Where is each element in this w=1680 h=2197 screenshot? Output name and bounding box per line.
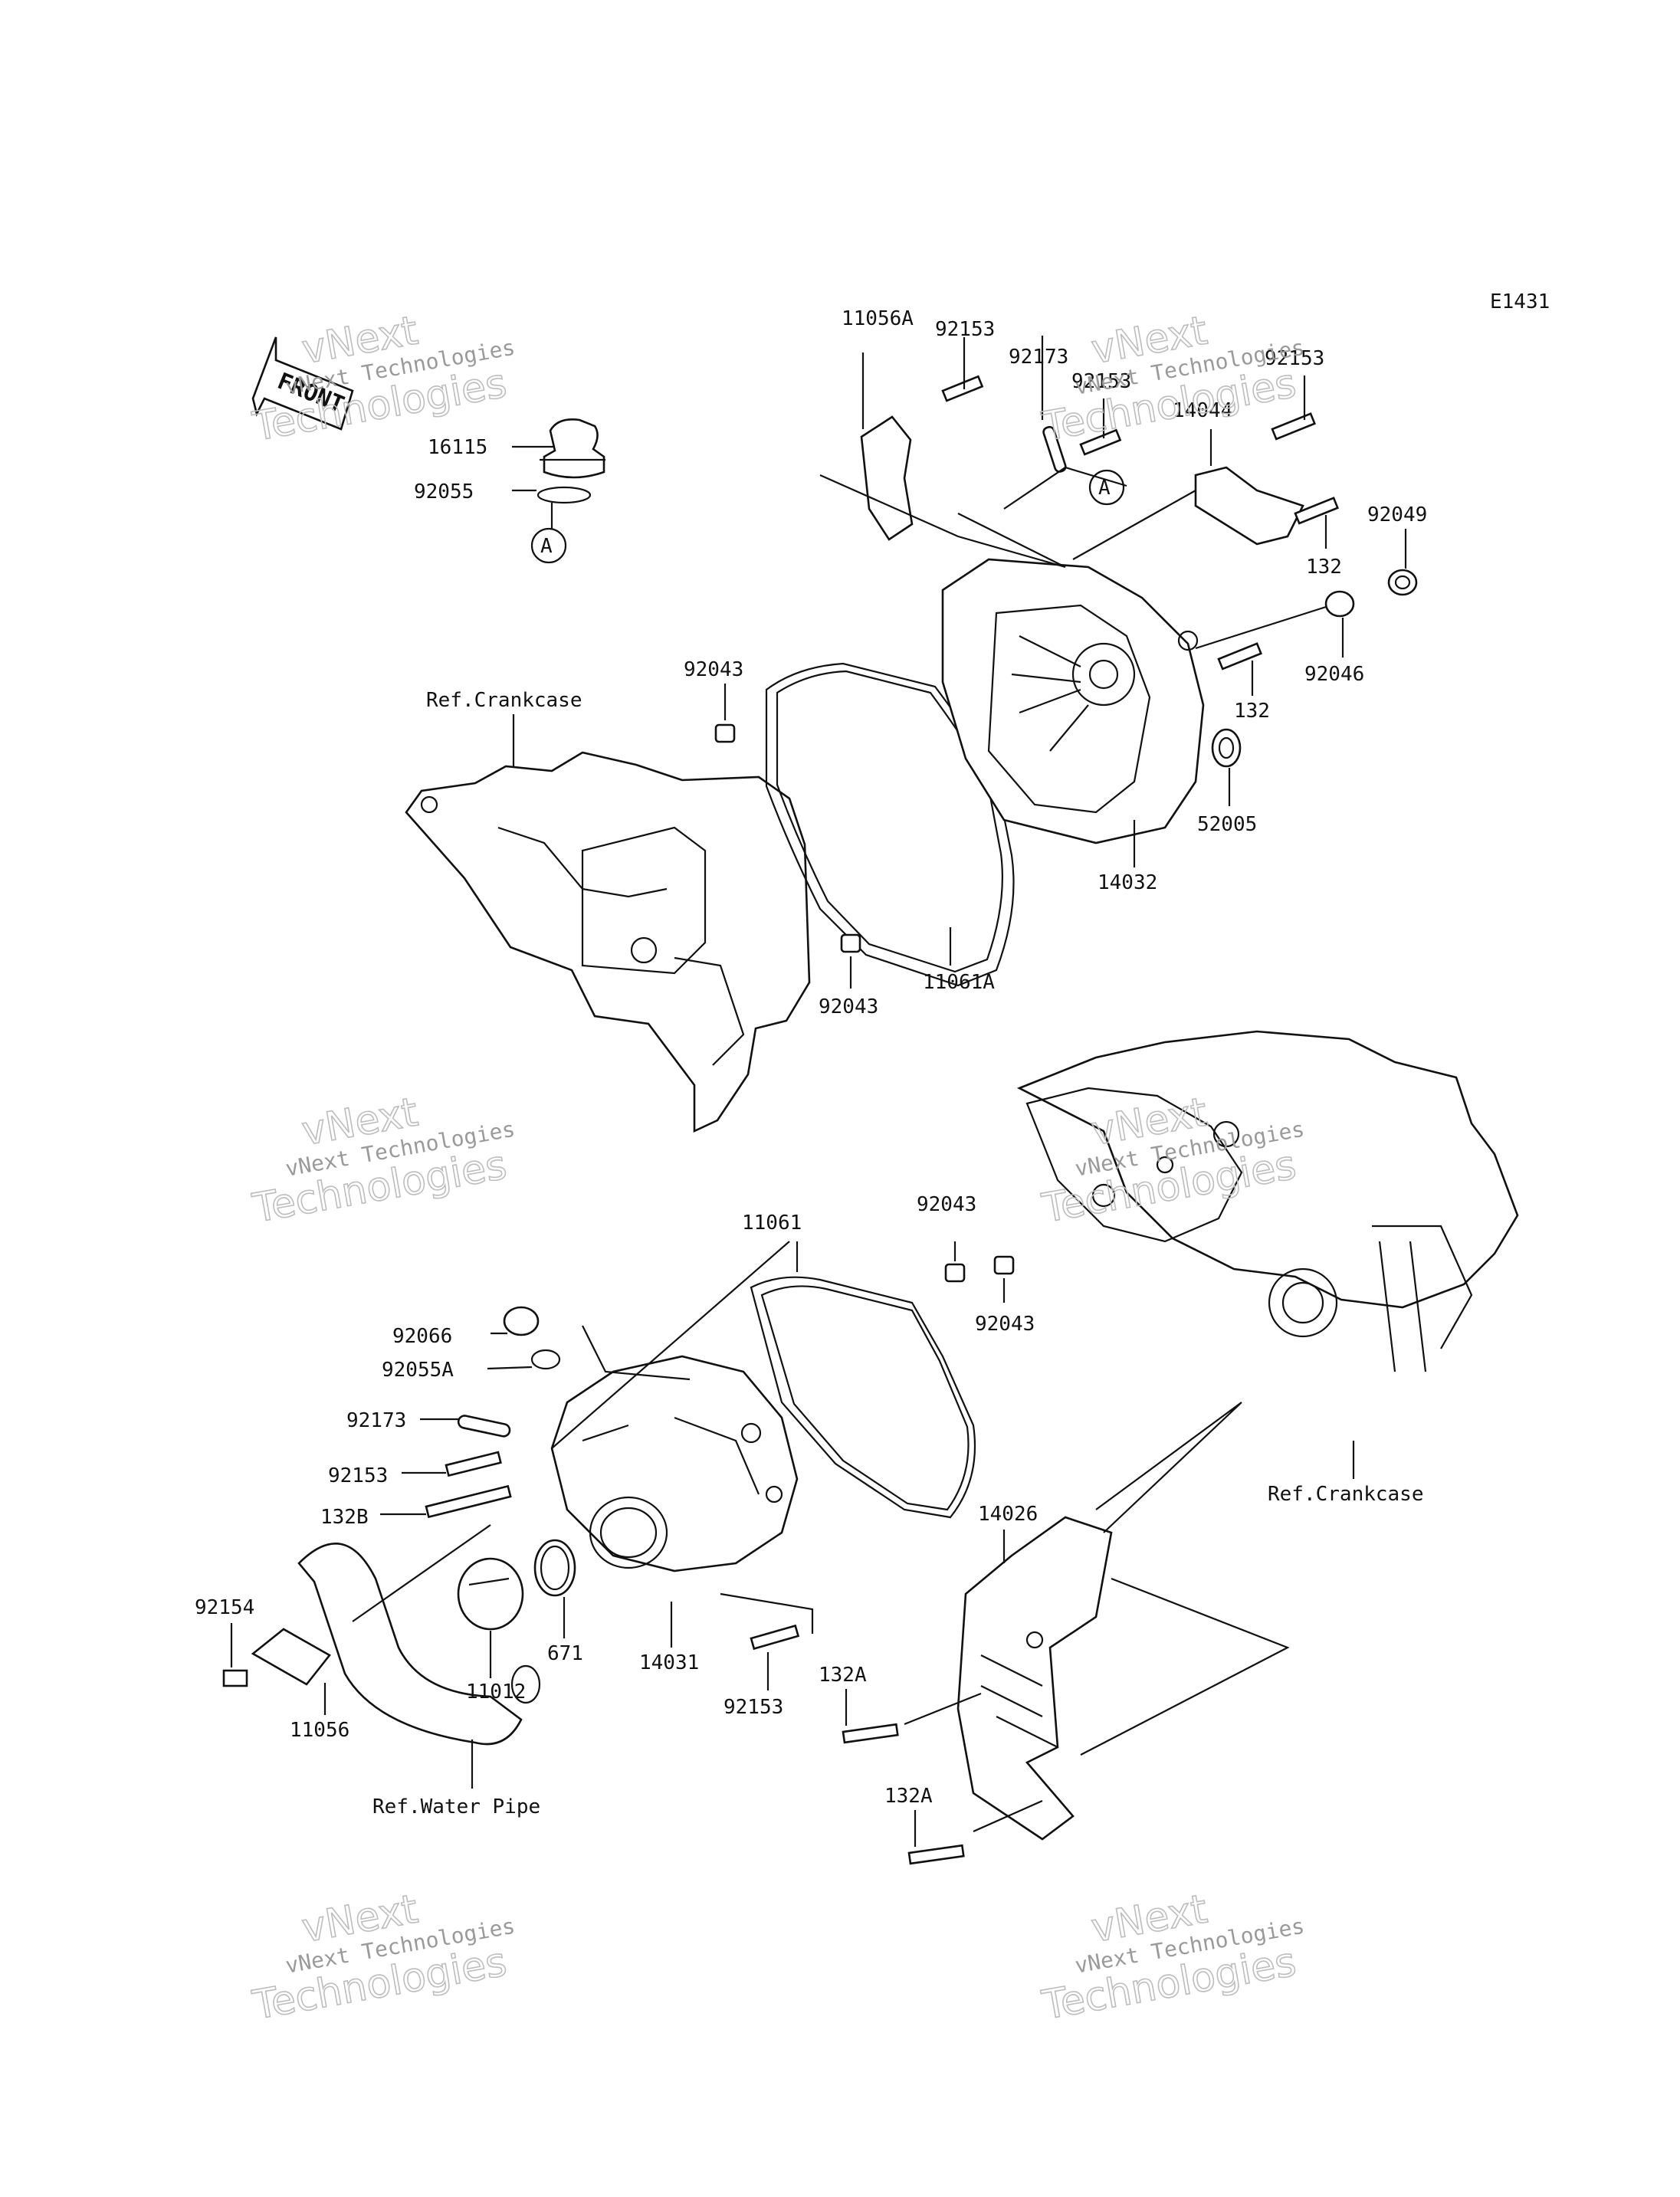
label-11061: 11061: [742, 1212, 802, 1235]
o-ring-92055: [536, 486, 592, 504]
label-92153-c: 92153: [1265, 347, 1324, 370]
label-92154: 92154: [195, 1596, 254, 1619]
label-132-b: 132: [1234, 700, 1270, 723]
label-14032: 14032: [1098, 871, 1157, 894]
label-92046: 92046: [1304, 663, 1364, 686]
bolt-132b: [425, 1484, 512, 1519]
label-671: 671: [547, 1642, 583, 1665]
bolt-132-upper: [1294, 497, 1340, 525]
dowel-pin-92043-lower-a: [944, 1263, 966, 1283]
watermark-bottom-left: vNext vNext Technologies Technologies: [248, 1886, 517, 2030]
watermark-top-right: vNext vNext Technologies Technologies: [1038, 307, 1306, 451]
dowel-pin-92043-upper-b: [840, 933, 861, 953]
o-ring-92055a: [530, 1349, 561, 1370]
ref-marker-a-top: [1088, 469, 1125, 506]
diagram-id: E1431: [1490, 290, 1550, 313]
bolt-92153-lower-left: [445, 1451, 502, 1477]
label-11061a: 11061A: [923, 971, 995, 994]
bolt-132a-lower: [907, 1844, 965, 1865]
label-132b: 132B: [320, 1506, 369, 1529]
gasket-11061a: [765, 662, 1015, 987]
label-132-a: 132: [1306, 556, 1342, 579]
bolt-92153-right: [1271, 412, 1317, 441]
ref-crankcase-lower: Ref.Crankcase: [1268, 1483, 1424, 1506]
label-92173: 92173: [1009, 346, 1068, 369]
bolt-92153-top-a: [941, 375, 984, 402]
label-92043-upper-a: 92043: [684, 658, 743, 681]
bracket-14044: [1194, 466, 1304, 546]
label-14044: 14044: [1173, 399, 1232, 422]
oil-filler-cap-16115: [540, 418, 605, 479]
label-92043-upper-b: 92043: [819, 995, 878, 1018]
crankcase-upper: [405, 751, 811, 1133]
watermark-top-left: vNext vNext Technologies Technologies: [248, 307, 517, 451]
label-92153-lower-right: 92153: [724, 1696, 783, 1719]
label-92055: 92055: [414, 480, 474, 503]
label-52005: 52005: [1197, 813, 1257, 836]
oil-seal-52005: [1211, 728, 1242, 768]
label-92055a: 92055A: [382, 1359, 454, 1382]
clamp-11056: [251, 1628, 331, 1686]
gasket-11061: [750, 1276, 976, 1519]
clutch-cover-14032: [941, 558, 1205, 844]
label-92043-lower-b: 92043: [975, 1313, 1035, 1336]
bolt-92153-lower-right: [750, 1624, 800, 1651]
label-132a-upper: 132A: [819, 1664, 867, 1687]
watermark-middle-left: vNext vNext Technologies Technologies: [248, 1089, 517, 1233]
label-14031: 14031: [639, 1651, 699, 1674]
generator-cover-14031: [550, 1355, 799, 1572]
bolt-132-lower: [1217, 642, 1263, 671]
ref-marker-a-left-label: A: [540, 535, 553, 558]
label-92153-a: 92153: [935, 318, 995, 341]
washer-92046: [1324, 590, 1355, 618]
label-132a-lower: 132A: [884, 1785, 933, 1808]
water-pipe: [297, 1543, 523, 1746]
dowel-pin-92043-lower-b: [993, 1255, 1015, 1275]
ref-crankcase-upper: Ref.Crankcase: [426, 689, 582, 712]
cap-92049: [1387, 569, 1418, 596]
bracket-11056a: [860, 415, 914, 541]
watermark-bottom-right: vNext vNext Technologies Technologies: [1038, 1886, 1306, 2030]
cap-92066: [503, 1306, 540, 1336]
bolt-92154: [222, 1669, 248, 1687]
label-11056a: 11056A: [842, 307, 914, 330]
sprocket-cover-14026: [956, 1516, 1113, 1841]
spring-pin-92173-lower: [457, 1415, 511, 1438]
ref-marker-a-left: [530, 527, 567, 564]
ref-water-pipe: Ref.Water Pipe: [372, 1795, 540, 1818]
label-92153-lower-left: 92153: [328, 1464, 388, 1487]
plug-11012: [457, 1557, 524, 1631]
spring-pin-92173: [1042, 425, 1067, 473]
label-92153-b: 92153: [1071, 370, 1131, 393]
crankcase-lower: [1016, 1030, 1519, 1372]
dowel-pin-92043-upper-a: [714, 723, 736, 743]
label-11056: 11056: [290, 1719, 349, 1742]
label-11012: 11012: [466, 1681, 526, 1703]
label-16115: 16115: [428, 436, 487, 459]
ref-marker-a-top-label: A: [1098, 477, 1111, 500]
label-92173-lower: 92173: [346, 1409, 406, 1432]
bolt-132a-upper: [842, 1723, 899, 1744]
label-14026: 14026: [978, 1503, 1038, 1526]
bolt-92153-mid: [1079, 428, 1122, 456]
label-92043-lower-a: 92043: [917, 1193, 976, 1216]
label-92066: 92066: [392, 1325, 452, 1348]
label-92049: 92049: [1367, 503, 1427, 526]
